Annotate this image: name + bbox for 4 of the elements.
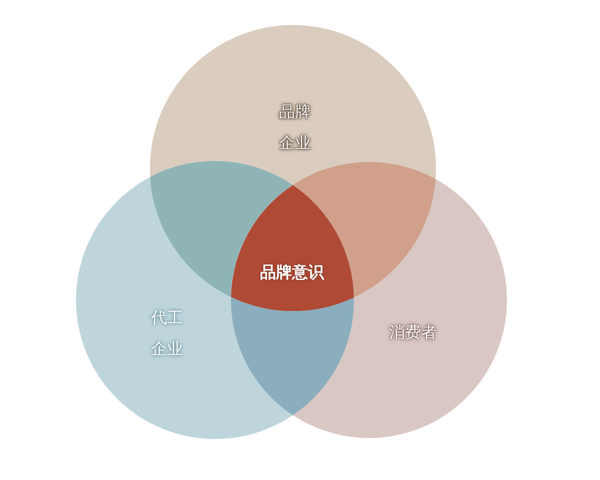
intersection-label: 品牌意识 bbox=[260, 261, 324, 284]
circle-label: 代工企业 bbox=[150, 307, 184, 360]
circle-label: 消费者 bbox=[389, 322, 437, 344]
circle-label: 品牌企业 bbox=[278, 101, 312, 154]
